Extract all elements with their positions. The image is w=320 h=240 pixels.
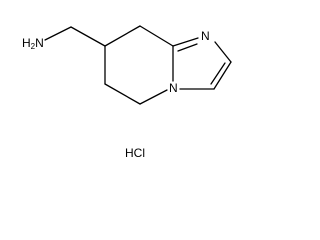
chemical-structure: H2N N N HCl xyxy=(22,25,232,160)
bond-n1-c2 xyxy=(214,41,232,63)
amine-label: H2N xyxy=(22,36,44,51)
bond-c8a-n1-double xyxy=(172,37,199,47)
bond-n4-c5 xyxy=(139,89,168,105)
bond-ch2-c7 xyxy=(70,26,106,47)
amine-subscript: 2 xyxy=(31,42,36,51)
bond-n-ch2 xyxy=(44,26,72,41)
ring-nitrogen-top-label: N xyxy=(201,29,210,43)
bond-c7-c8 xyxy=(104,25,141,47)
amine-h: H xyxy=(22,36,31,50)
amine-n: N xyxy=(35,36,44,50)
bond-c8-c8a xyxy=(139,25,174,47)
bond-c2-c3 xyxy=(213,61,232,90)
ring-nitrogen-bridge-label: N xyxy=(169,81,178,95)
salt-label: HCl xyxy=(125,146,145,160)
bond-c2-c3-inner xyxy=(210,62,226,85)
bond-c5-c6 xyxy=(104,83,141,105)
bond-c8a-n1-double-inner xyxy=(177,43,198,52)
